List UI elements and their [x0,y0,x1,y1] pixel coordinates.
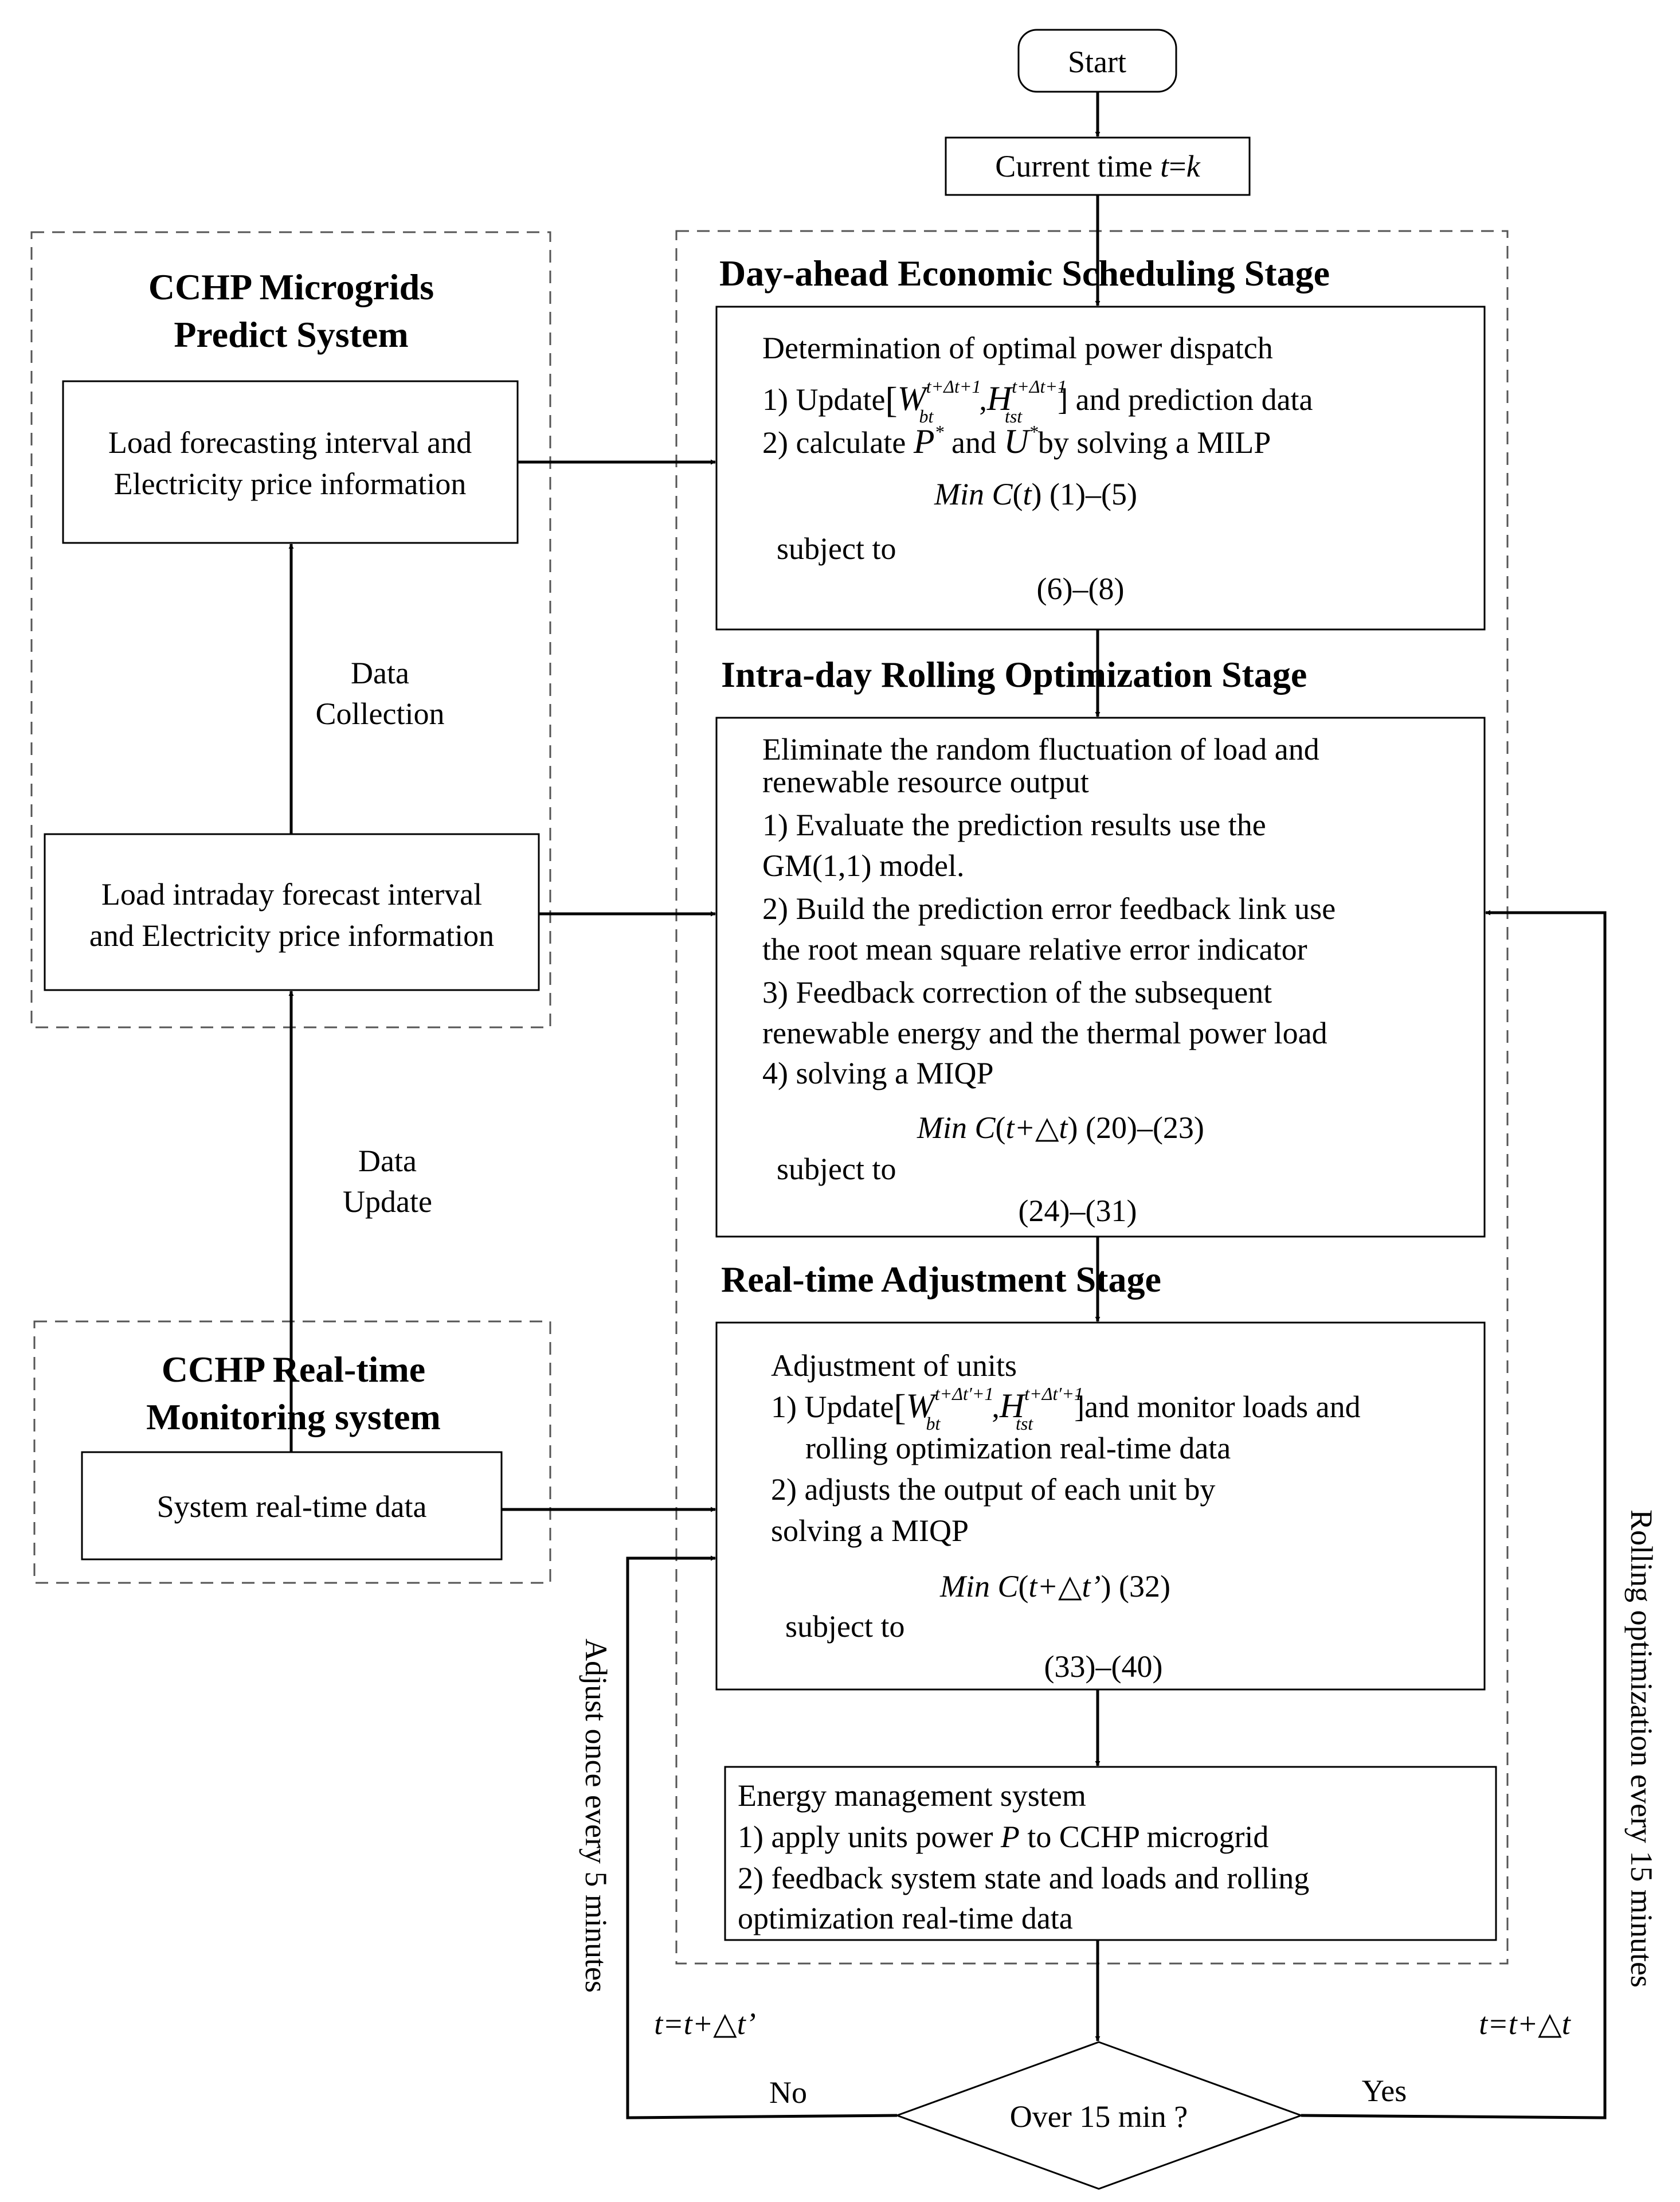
real-time-box [715,1321,1486,1691]
real-time-line3: rolling optimization real-time data [805,1431,1231,1465]
intra-day-line2: renewable resource output [762,765,1089,799]
ems-line3: 2) feedback system state and loads and r… [738,1861,1309,1895]
intra-day-line4: GM(1,1) model. [762,848,964,883]
optimization-stages-group [675,230,1509,1965]
load-forecasting-line2: Electricity price information [114,467,467,501]
intra-day-line3: 1) Evaluate the prediction results use t… [762,808,1266,842]
decision-diamond [894,2041,1304,2190]
real-time-objective: Min C(t+△t’) (32) [939,1569,1170,1603]
day-ahead-constraints: (6)–(8) [1037,572,1125,606]
day-ahead-content: Determination of optimal power dispatch … [762,331,1313,606]
data-collection-line1: Data [351,656,409,690]
ems-box [724,1766,1497,1941]
real-time-stage-title: Real-time Adjustment Stage [721,1259,1161,1300]
intra-day-box [715,717,1486,1238]
intra-day-subject-to: subject to [777,1152,896,1186]
load-forecasting-box [62,380,519,544]
decision-label: Over 15 min ? [1010,2099,1188,2134]
intra-day-line9: 4) solving a MIQP [762,1056,994,1090]
ems-content: Energy management system 1) apply units … [738,1778,1309,1935]
intra-day-objective: Min C(t+△t) (20)–(23) [917,1110,1204,1145]
data-update-line1: Data [358,1144,417,1178]
start-label: Start [1068,45,1126,79]
real-time-line5: solving a MIQP [771,1513,969,1548]
predict-system-title-line1: CCHP Microgrids [148,267,434,307]
real-time-constraints: (33)–(40) [1044,1649,1163,1684]
right-loop-label: Rolling optimization every 15 minutes [1624,1509,1659,1988]
decision-no-label: No [769,2075,807,2110]
data-collection-line2: Collection [316,697,445,731]
load-forecasting-line1: Load forecasting interval and [108,425,472,460]
ems-line4: optimization real-time data [738,1901,1073,1935]
day-ahead-line1: Determination of optimal power dispatch [762,331,1273,365]
left-loop-label: Adjust once every 5 minutes [579,1638,613,1993]
day-ahead-stage-title: Day-ahead Economic Scheduling Stage [719,253,1330,294]
intraday-forecast-box [44,833,540,991]
arrow-yes-loop [1301,910,1607,2119]
intra-day-content: Eliminate the random fluctuation of load… [762,732,1336,1228]
ems-line1: Energy management system [738,1778,1086,1813]
monitoring-system-title-line2: Monitoring system [146,1397,441,1437]
left-loop-update-label: t=t+△t’ [654,2007,755,2041]
day-ahead-subject-to: subject to [777,531,896,566]
day-ahead-objective: Min C(t) (1)–(5) [934,477,1137,511]
monitoring-system-title-line1: CCHP Real-time [162,1349,425,1390]
data-update-line2: Update [343,1184,432,1219]
intra-day-stage-title: Intra-day Rolling Optimization Stage [721,654,1307,695]
intra-day-constraints: (24)–(31) [1019,1194,1137,1228]
arrow-no-loop [626,1555,898,2119]
intraday-forecast-line1: Load intraday forecast interval [101,877,482,912]
real-time-line1: Adjustment of units [771,1348,1017,1383]
current-time-label: Current time t=k [995,149,1200,183]
intra-day-line5: 2) Build the prediction error feedback l… [762,891,1336,926]
ems-line2: 1) apply units power P to CCHP microgrid [738,1820,1268,1854]
intraday-forecast-line2: and Electricity price information [89,918,494,953]
intra-day-line1: Eliminate the random fluctuation of load… [762,732,1319,766]
day-ahead-box [715,306,1486,631]
day-ahead-line3: 2) calculate P* and U*by solving a MILP [762,421,1271,460]
predict-system-title-line2: Predict System [174,314,408,355]
intra-day-line6: the root mean square relative error indi… [762,932,1307,967]
real-time-line4: 2) adjusts the output of each unit by [771,1472,1215,1507]
realtime-data-label: System real-time data [157,1489,427,1524]
right-loop-update-label: t=t+△t [1479,2007,1571,2041]
intra-day-line8: renewable energy and the thermal power l… [762,1016,1327,1050]
realtime-data-box [81,1451,503,1560]
decision-yes-label: Yes [1362,2074,1407,2108]
intra-day-line7: 3) Feedback correction of the subsequent [762,975,1272,1010]
real-time-subject-to: subject to [785,1609,904,1644]
